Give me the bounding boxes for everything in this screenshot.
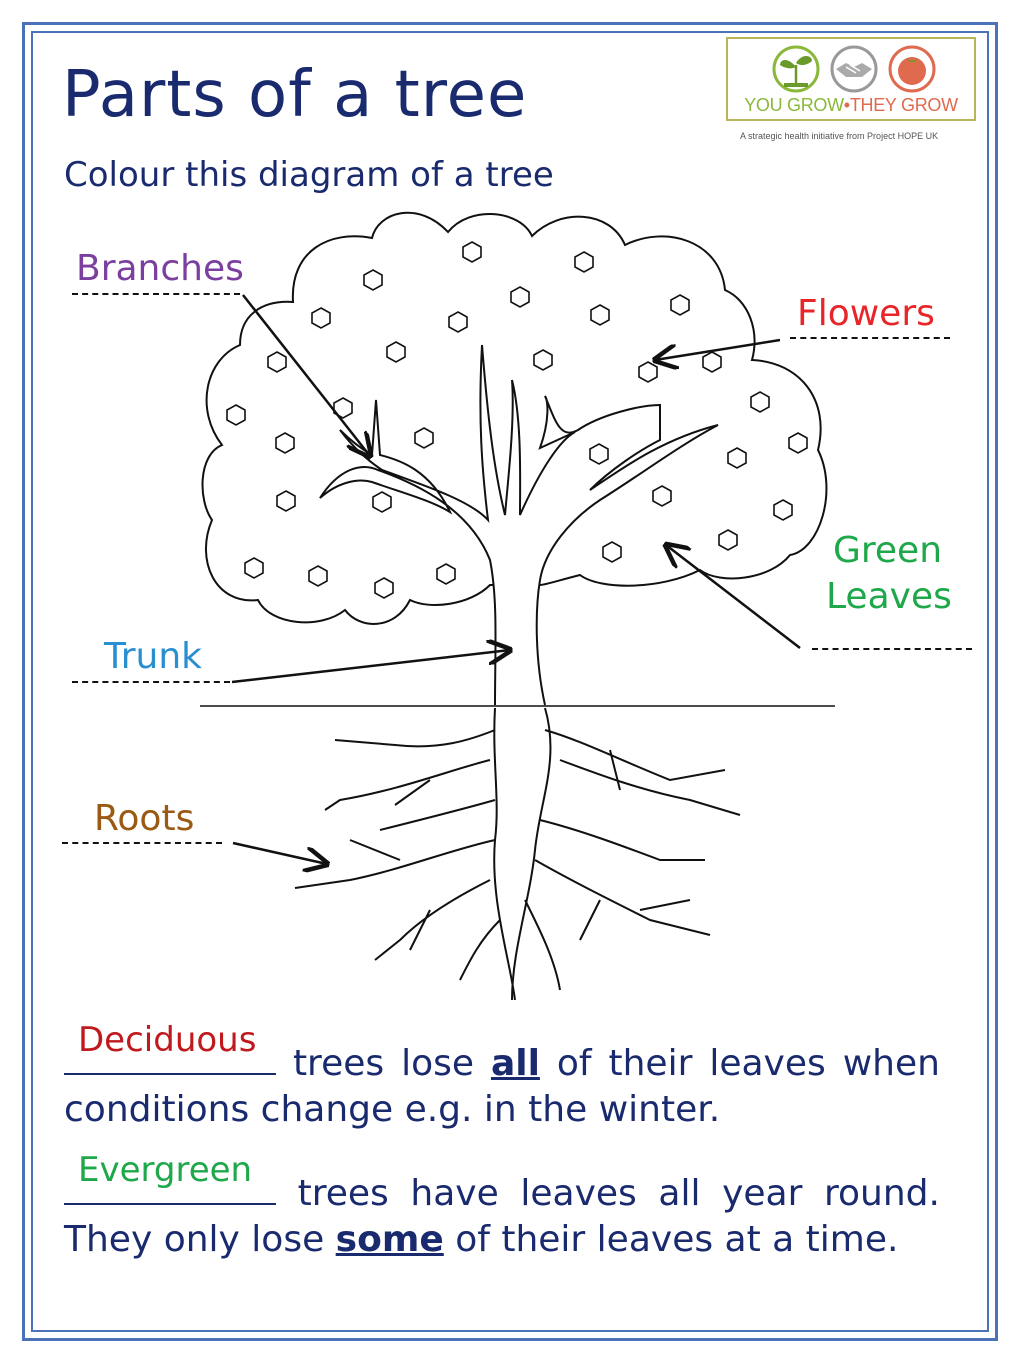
- word: their: [608, 1043, 693, 1084]
- page-title: Parts of a tree: [62, 58, 528, 132]
- logo-separator: •: [843, 95, 850, 115]
- you-grow-they-grow-logo: YOU GROW•THEY GROW: [726, 37, 976, 121]
- roots-arrow: [232, 841, 327, 864]
- deciduous-answer: Deciduous: [78, 1020, 257, 1060]
- emphasis-all: all: [490, 1043, 540, 1084]
- evergreen-line-1: Evergreen trees have leaves all year rou…: [64, 1150, 940, 1217]
- word: leaves: [520, 1173, 637, 1214]
- word: trees: [297, 1173, 389, 1214]
- sprout-icon: [772, 45, 820, 93]
- word: all: [658, 1173, 701, 1214]
- word: round.: [824, 1173, 940, 1214]
- word: have: [410, 1173, 499, 1214]
- evergreen-line-2-start: They only lose: [64, 1219, 336, 1260]
- branches-arrow: [242, 294, 370, 456]
- word: lose: [401, 1043, 474, 1084]
- logo-text-they-grow: THEY GROW: [849, 95, 958, 115]
- evergreen-answer: Evergreen: [78, 1150, 253, 1190]
- label-flowers: Flowers: [797, 293, 935, 334]
- tree-trunk: [319, 344, 719, 706]
- handshake-icon: [830, 45, 878, 93]
- pointer-arrows: [231, 294, 801, 864]
- word: trees: [292, 1043, 385, 1084]
- evergreen-blank: Evergreen: [64, 1150, 276, 1205]
- label-trunk: Trunk: [104, 636, 202, 677]
- evergreen-paragraph: Evergreen trees have leaves all year rou…: [64, 1150, 940, 1263]
- trunk-arrow: [231, 650, 510, 684]
- logo-tagline: A strategic health initiative from Proje…: [740, 131, 939, 141]
- page-subtitle: Colour this diagram of a tree: [64, 155, 554, 195]
- label-roots: Roots: [94, 798, 195, 839]
- answer-line-trunk: [72, 681, 230, 683]
- page-border-inner: [31, 31, 989, 1332]
- logo-icons: [772, 45, 936, 93]
- word: year: [722, 1173, 803, 1214]
- page-border-outer: [22, 22, 998, 1341]
- label-leaves: Leaves: [826, 576, 952, 617]
- deciduous-line-1: Deciduous trees lose all of their leaves…: [64, 1020, 940, 1087]
- flower-markers: [226, 241, 808, 599]
- answer-line-leaves: [812, 648, 972, 650]
- answer-line-roots: [62, 842, 222, 844]
- word: of: [556, 1043, 592, 1084]
- label-branches: Branches: [76, 248, 244, 289]
- deciduous-line-2: conditions change e.g. in the winter.: [64, 1089, 721, 1130]
- answer-line-branches: [72, 293, 240, 295]
- logo-text-you-grow: YOU GROW: [744, 95, 844, 115]
- tree-roots: [294, 707, 741, 1001]
- answer-line-flowers: [790, 337, 950, 339]
- flowers-arrow: [655, 338, 781, 360]
- word: when: [842, 1043, 940, 1084]
- deciduous-paragraph: Deciduous trees lose all of their leaves…: [64, 1020, 940, 1133]
- evergreen-line-2-end: of their leaves at a time.: [443, 1219, 899, 1260]
- word: leaves: [709, 1043, 826, 1084]
- emphasis-some: some: [335, 1219, 444, 1260]
- tomato-icon: [888, 45, 936, 93]
- deciduous-blank: Deciduous: [64, 1020, 276, 1075]
- leaves-arrow: [666, 545, 801, 649]
- logo-wordmark: YOU GROW•THEY GROW: [728, 95, 974, 116]
- label-green: Green: [833, 530, 943, 571]
- evergreen-line-2: They only lose some of their leaves at a…: [64, 1217, 940, 1263]
